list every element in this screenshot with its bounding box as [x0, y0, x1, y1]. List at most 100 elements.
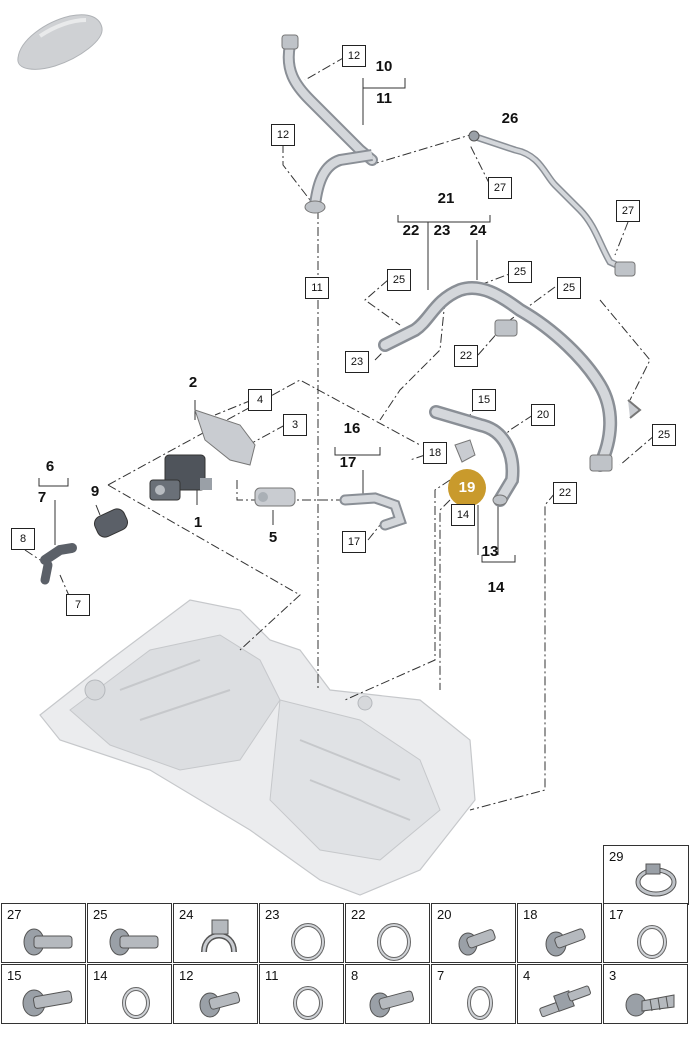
o-ring-icon [377, 923, 411, 961]
bolt-27 [468, 130, 480, 142]
fitting-5 [254, 487, 296, 507]
legend-label: 14 [93, 968, 108, 983]
legend-cell-4[interactable]: 4 [517, 964, 602, 1024]
callout-15: 15 [472, 389, 496, 411]
coolant-pipe-10 [281, 34, 378, 214]
bolt-icon [23, 928, 73, 956]
legend-label: 12 [179, 968, 194, 983]
bolt-icon [22, 989, 73, 1017]
callout-11: 11 [305, 277, 329, 299]
legend-cell-14[interactable]: 14 [87, 964, 172, 1024]
callout-4: 4 [248, 389, 272, 411]
callout-19-highlight[interactable]: 19 [448, 469, 486, 507]
callout-12: 12 [271, 124, 295, 146]
callout-14: 14 [487, 579, 505, 596]
legend-label: 20 [437, 907, 452, 922]
callout-27: 27 [616, 200, 640, 222]
callout-25: 25 [652, 424, 676, 446]
bolt-icon [545, 928, 586, 957]
callout-12: 12 [342, 45, 366, 67]
callout-22: 22 [454, 345, 478, 367]
callout-18: 18 [423, 442, 447, 464]
legend-label: 11 [265, 968, 279, 983]
callout-1: 1 [193, 514, 203, 531]
o-ring-icon [122, 987, 150, 1019]
callout-11: 11 [376, 90, 392, 107]
coupler-9 [93, 508, 129, 538]
legend-cell-18[interactable]: 18 [517, 903, 602, 963]
callout-22: 22 [402, 222, 420, 239]
callout-16: 16 [343, 420, 361, 437]
callout-20: 20 [531, 404, 555, 426]
water-pump-1 [149, 409, 256, 501]
callout-10: 10 [375, 58, 393, 75]
legend-cell-17[interactable]: 17 [603, 903, 688, 963]
callout-8: 8 [11, 528, 35, 550]
legend-label: 8 [351, 968, 359, 983]
bracket-lines [38, 78, 516, 563]
legend-cell-12[interactable]: 12 [173, 964, 258, 1024]
legend-cell-27[interactable]: 27 [1, 903, 86, 963]
callout-22: 22 [553, 482, 577, 504]
car-silhouette-icon [17, 14, 103, 70]
bolt-icon [199, 991, 241, 1018]
callout-14: 14 [451, 504, 475, 526]
callout-5: 5 [268, 529, 278, 546]
callout-23: 23 [433, 222, 451, 239]
elbow-fitting-6 [40, 543, 77, 585]
callout-13: 13 [481, 543, 499, 560]
callout-26: 26 [501, 110, 519, 127]
legend-cell-7[interactable]: 7 [431, 964, 516, 1024]
callout-7: 7 [66, 594, 90, 616]
callout-23: 23 [345, 351, 369, 373]
legend-label: 15 [7, 968, 22, 983]
legend-label: 27 [7, 907, 22, 922]
clip-icon [201, 919, 237, 953]
bracket-18 [454, 439, 476, 463]
callout-3: 3 [283, 414, 307, 436]
stud-icon [539, 985, 591, 1018]
legend-label: 25 [93, 907, 108, 922]
callout-2: 2 [188, 374, 198, 391]
legend-cell-15[interactable]: 15 [1, 964, 86, 1024]
legend-cell-11[interactable]: 11 [259, 964, 344, 1024]
callout-25: 25 [508, 261, 532, 283]
o-ring-icon [637, 925, 667, 959]
legend-label: 17 [609, 907, 624, 922]
callout-21: 21 [437, 190, 455, 207]
coolant-line-26 [468, 131, 636, 277]
callout-25: 25 [387, 269, 411, 291]
callout-17: 17 [342, 531, 366, 553]
legend-label: 3 [609, 968, 617, 983]
callout-9: 9 [90, 483, 100, 500]
legend-cell-24[interactable]: 24 [173, 903, 258, 963]
legend-cell-29[interactable]: 29 [603, 845, 689, 905]
legend-label: 24 [179, 907, 194, 922]
legend-label: 4 [523, 968, 531, 983]
engine-block [39, 599, 476, 896]
screw-icon [625, 993, 675, 1017]
o-ring-icon [291, 923, 325, 961]
callout-27: 27 [488, 177, 512, 199]
callout-25: 25 [557, 277, 581, 299]
legend-cell-22[interactable]: 22 [345, 903, 430, 963]
callout-17: 17 [339, 454, 357, 471]
legend-cell-23[interactable]: 23 [259, 903, 344, 963]
hose-clamp-icon [635, 863, 677, 897]
legend-cell-25[interactable]: 25 [87, 903, 172, 963]
legend-cell-3[interactable]: 3 [603, 964, 688, 1024]
parts-legend-grid: 27 25 24 23 22 20 18 17 [1, 903, 689, 1025]
legend-cell-8[interactable]: 8 [345, 964, 430, 1024]
coolant-pipe-21 [378, 280, 642, 472]
legend-label: 23 [265, 907, 280, 922]
pipe-16 [339, 492, 407, 531]
bolt-icon [458, 929, 496, 956]
bolt-icon [109, 928, 159, 956]
callout-6: 6 [45, 458, 55, 475]
legend-label: 7 [437, 968, 445, 983]
legend-cell-20[interactable]: 20 [431, 903, 516, 963]
o-ring-icon [467, 986, 493, 1020]
callout-7: 7 [37, 489, 47, 506]
legend-label: 22 [351, 907, 366, 922]
